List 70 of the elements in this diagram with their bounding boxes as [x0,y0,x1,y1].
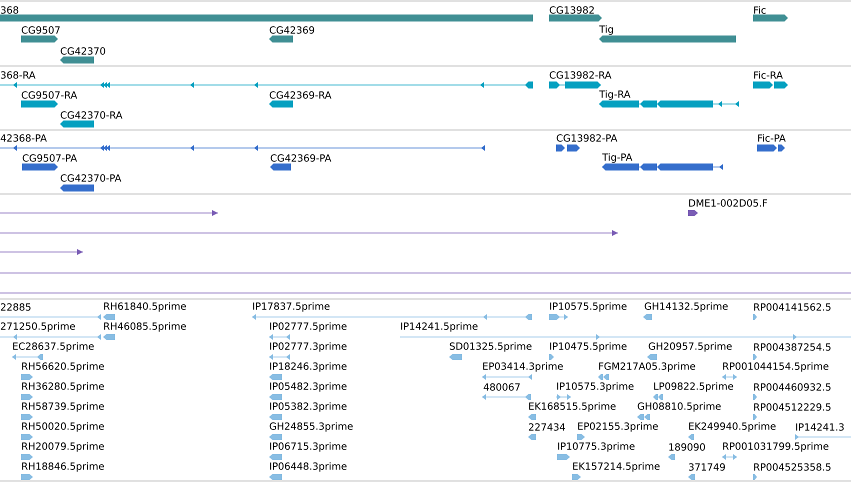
feature-label: IP06448.3prime [270,462,347,472]
feature-label: CG9507-PA [22,154,78,162]
feature-label: CG42369-PA [270,154,332,162]
feature-label: CG42370 [60,47,106,55]
feature-label: IP02777.3prime [270,342,347,352]
feature-label: GH08810.5prime [638,402,721,412]
feature-label: 480067 [484,383,520,391]
feature-label: IP06715.3prime [270,442,347,452]
feature-label: EC28637.5prime [13,342,94,352]
feature-label: RP004512229.5 [754,403,831,411]
feature-label: EK249940.5prime [689,422,776,432]
feature-label: 189090 [669,443,705,451]
feature-label: GH20957.5prime [648,342,732,352]
feature-label: 368-RA [0,71,36,79]
feature-label: CG42370-PA [60,174,122,182]
feature-label: CG9507-RA [22,91,78,99]
feature-label: EK157214.5prime [573,462,660,472]
feature-label: RP004525358.5 [754,463,831,471]
feature-label: IP05382.3prime [270,402,347,412]
feature-label: EP03414.3prime [483,362,563,372]
feature-label: 271250.5prime [0,322,75,332]
feature-label: EP02155.3prime [578,422,658,432]
feature-label: 42368-PA [0,134,47,142]
feature-label: 227434 [528,423,566,431]
feature-label: RH56620.5prime [22,362,104,372]
feature-label: IP10775.3prime [558,442,635,452]
feature-label: IP10575.5prime [550,302,627,312]
feature-label: Fic-PA [758,134,786,142]
feature-label: CG42370-RA [60,111,122,119]
feature-label: RH46085.5prime [104,322,186,332]
feature-label: 368 [0,6,18,14]
feature-label: IP17837.5prime [253,302,330,312]
feature-label: IP10475.5prime [550,342,627,352]
feature-label: CG9507 [22,26,60,34]
feature-label: RP001044154.5prime [723,362,828,372]
feature-label: Tig-RA [599,90,630,100]
feature-label: Fic-RA [754,71,783,79]
feature-label: IP14241.3 [796,423,844,431]
feature-label: Fic [754,6,766,14]
feature-label: CG13982-PA [556,134,618,142]
feature-label: CG42369 [270,26,314,34]
feature-label: RP004460932.5 [754,383,831,391]
feature-label: RP004387254.5 [754,343,831,351]
feature-label: CG13982-RA [550,71,612,79]
feature-label: RP004141562.5 [754,303,831,311]
feature-label: 371749 [688,463,725,471]
feature-label: IP14241.5prime [401,322,478,332]
feature-label: RH61840.5prime [104,302,186,312]
feature-label: DME1-002D05.F [689,199,768,207]
feature-label: Tig [599,25,613,35]
feature-label: GH14132.5prime [644,302,728,312]
feature-label: Tig-PA [602,153,632,163]
feature-label: IP05482.3prime [270,382,347,392]
feature-label: GH24855.3prime [270,422,353,432]
feature-label: 22885 [0,303,30,311]
feature-label: LP09822.5prime [654,382,734,392]
feature-label: RH50020.5prime [22,422,104,432]
feature-label: SD01325.5prime [450,342,532,352]
feature-label: RH58739.5prime [22,402,104,412]
feature-label: RH18846.5prime [22,462,104,472]
feature-label: RH20079.5prime [22,442,104,452]
feature-label: FGM217A05.3prime [599,362,696,372]
feature-label: RP001031799.5prime [723,442,828,452]
feature-label: RH36280.5prime [22,382,104,392]
feature-label: EK168515.5prime [529,402,616,412]
feature-label: CG42369-RA [270,91,332,99]
feature-label: CG13982 [550,6,594,14]
feature-label: IP18246.3prime [270,362,347,372]
feature-label: IP02777.5prime [270,322,347,332]
feature-label: IP10575.3prime [557,382,634,392]
